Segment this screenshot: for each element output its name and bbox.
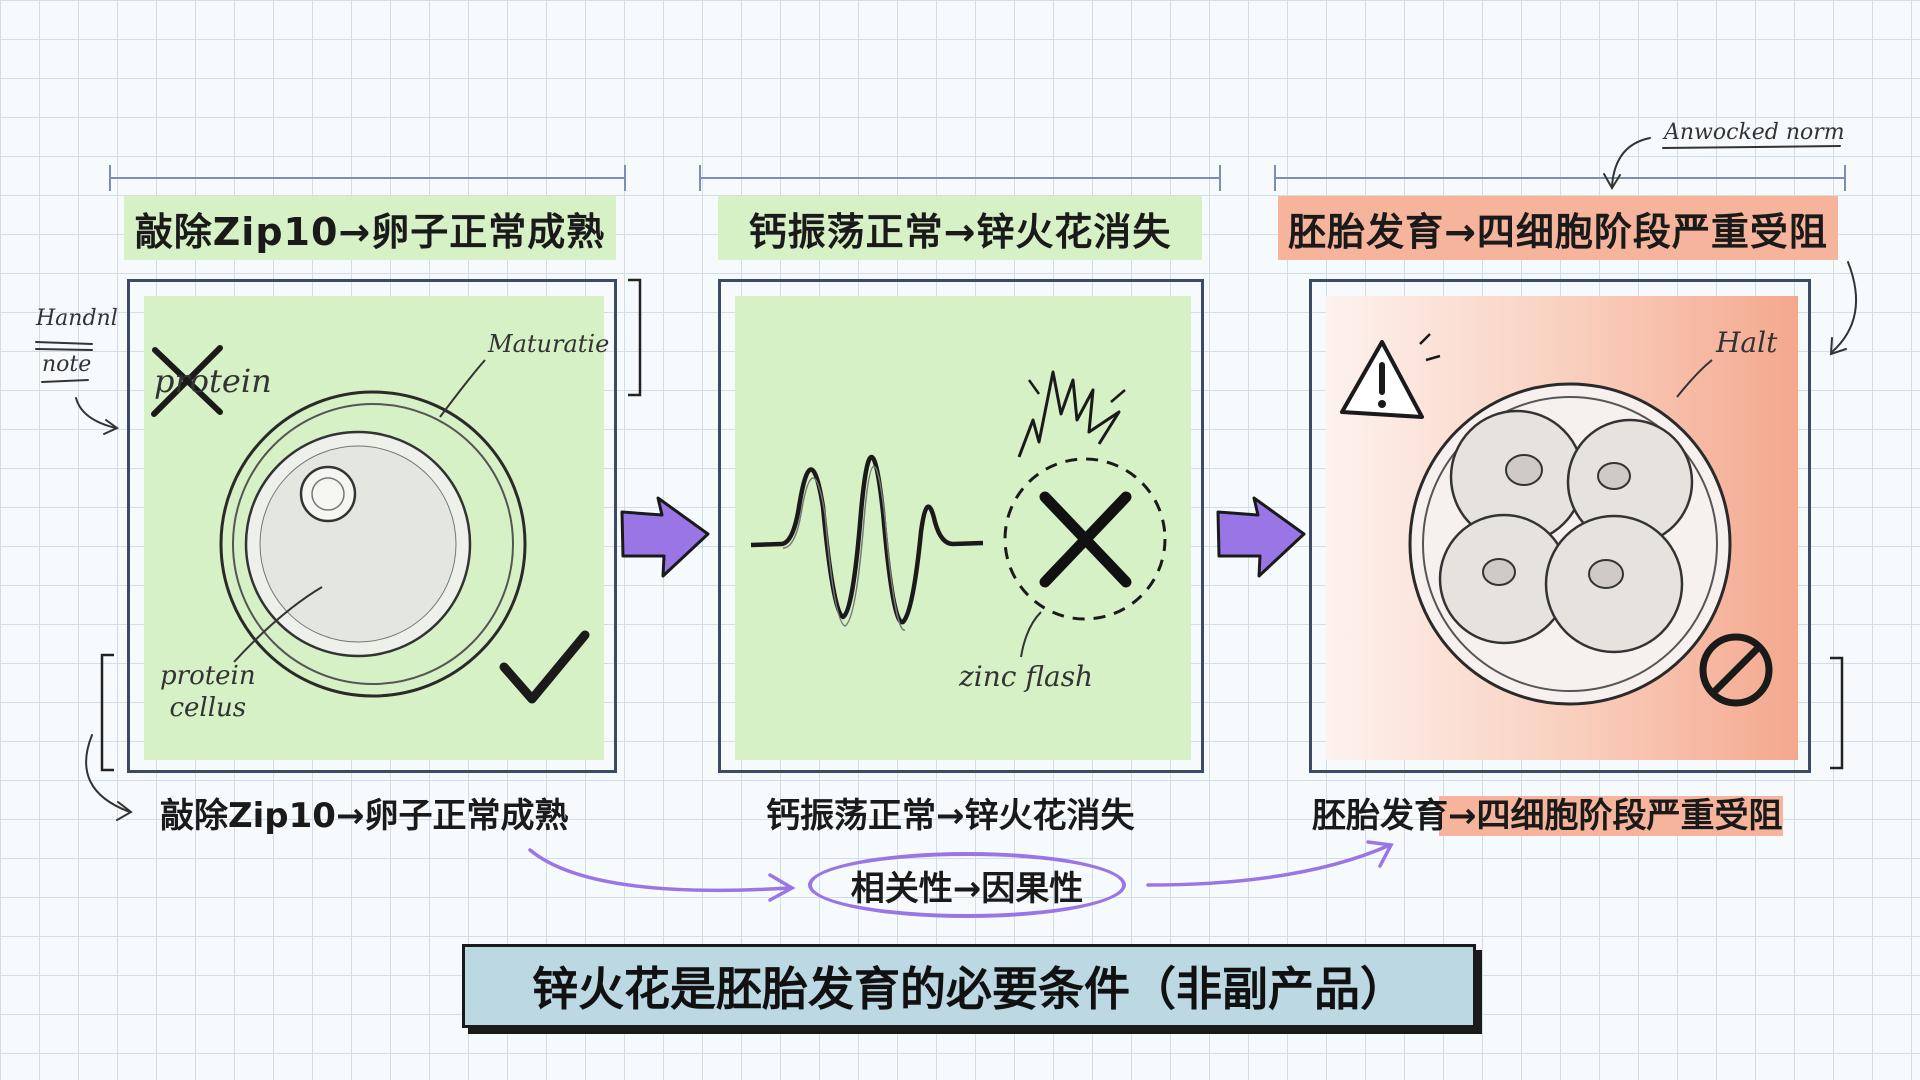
annotation-zinc-flash: zinc flash <box>959 660 1094 693</box>
panel-1-maturation: protein Maturatie protein cellus <box>127 279 617 773</box>
panel-2-caption: 钙振荡正常→锌火花消失 <box>766 788 1135 837</box>
panel-3-caption: 胚胎发育→四细胞阶段严重受阻 <box>1312 788 1783 837</box>
wave-icon <box>750 455 984 625</box>
relation-text: 相关性→因果性 <box>850 868 1084 909</box>
side-note-right-top: Anwocked norm <box>1664 120 1845 145</box>
x-mark-icon <box>151 345 223 417</box>
panel-3-title-text: 胚胎发育→四细胞阶段严重受阻 <box>1288 209 1828 254</box>
check-mark-icon <box>499 630 590 704</box>
annotation-protein-crossed: protein <box>154 362 272 400</box>
panel-1-title: 敲除Zip10→卵子正常成熟 <box>124 196 616 260</box>
panel-3-caption-text: 胚胎发育→四细胞阶段严重受阻 <box>1312 796 1783 836</box>
warning-icon <box>1340 333 1441 419</box>
conclusion-box: 锌火花是胚胎发育的必要条件（非副产品） <box>462 944 1476 1028</box>
prohibited-icon <box>1699 633 1773 707</box>
side-note-left-bottom: note <box>42 352 92 377</box>
annotation-halt: Halt <box>1716 326 1778 359</box>
panel-2-title-text: 钙振荡正常→锌火花消失 <box>748 209 1172 254</box>
panel-1-caption-text: 敲除Zip10→卵子正常成熟 <box>160 796 569 836</box>
annotation-protein-cellus: protein cellus <box>160 661 256 723</box>
panel-2-caption-text: 钙振荡正常→锌火花消失 <box>766 796 1135 836</box>
x-mark-icon <box>1039 491 1132 588</box>
panel-2-title: 钙振荡正常→锌火花消失 <box>718 196 1202 260</box>
relation-oval: 相关性→因果性 <box>808 852 1126 918</box>
panel-2-oscillation: zinc flash <box>718 279 1204 773</box>
flow-arrow-2 <box>1216 496 1306 578</box>
conclusion-text: 锌火花是胚胎发育的必要条件（非副产品） <box>532 962 1406 1016</box>
side-note-left-top: Handnl <box>36 306 118 331</box>
panel-1-caption: 敲除Zip10→卵子正常成熟 <box>160 788 568 837</box>
panel-1-title-text: 敲除Zip10→卵子正常成熟 <box>134 209 606 254</box>
flow-arrow-1 <box>620 496 710 578</box>
annotation-maturation: Maturatie <box>488 330 610 358</box>
burst-icon <box>1017 370 1121 458</box>
nucleus-icon <box>299 465 357 523</box>
panel-3-embryo: Halt <box>1309 279 1811 773</box>
panel-3-title: 胚胎发育→四细胞阶段严重受阻 <box>1278 196 1838 260</box>
